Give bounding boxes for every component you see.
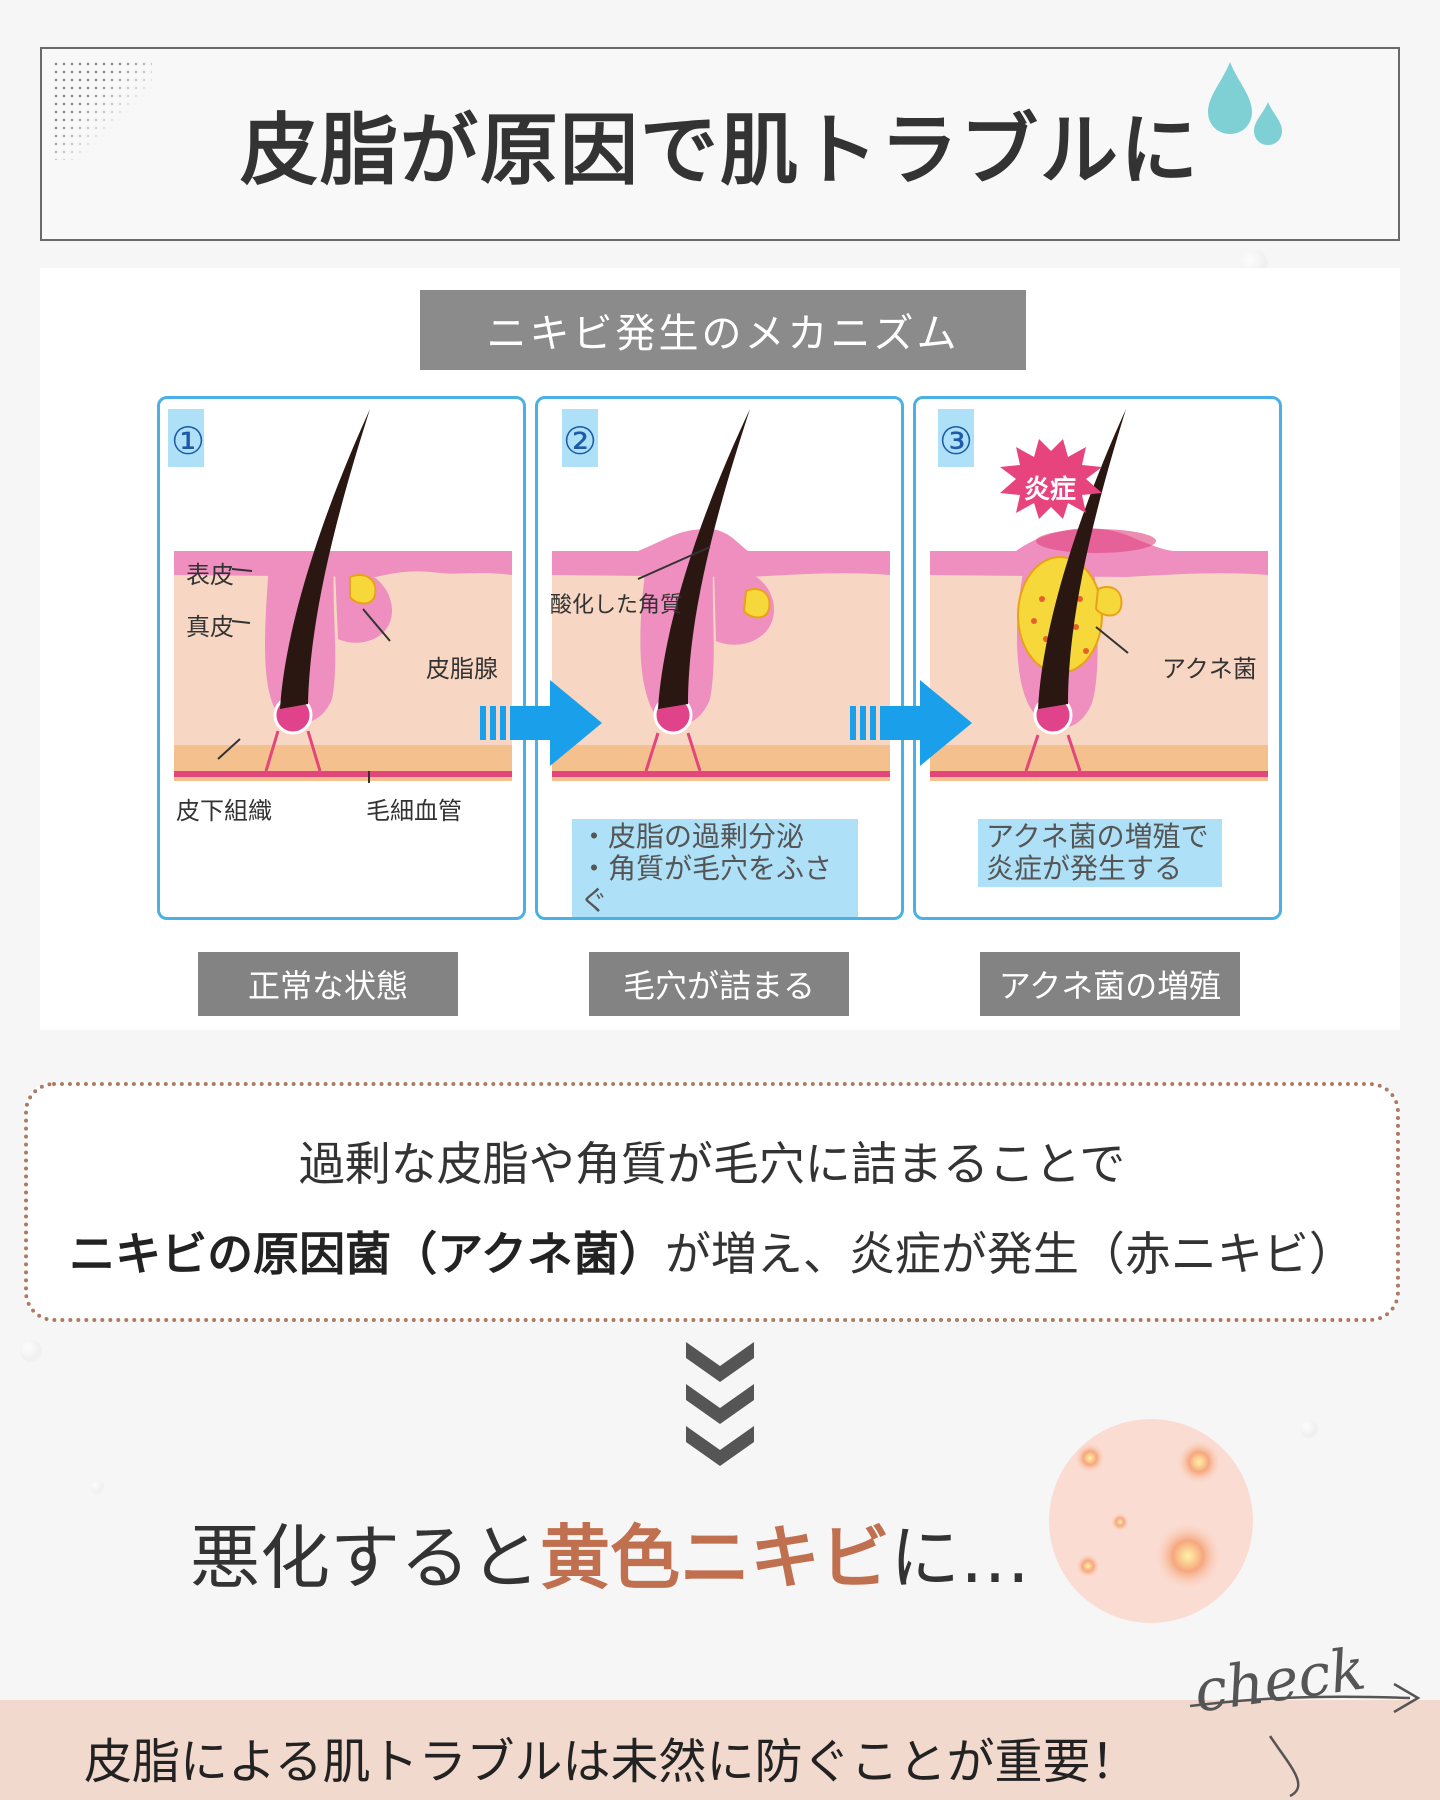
stage-2-caption: 毛穴が詰まる: [589, 952, 849, 1016]
chevron-down-icon: [686, 1342, 754, 1466]
page-title: 皮脂が原因で肌トラブルに: [239, 105, 1200, 196]
acne-skin-icon: [1049, 1419, 1253, 1623]
stage-number: ①: [170, 419, 206, 463]
note-line: 炎症が発生する: [986, 852, 1183, 885]
worse-highlight: 黄色ニキビ: [540, 1517, 890, 1599]
worse-suffix: に…: [890, 1517, 1030, 1599]
background-droplet: [90, 1480, 104, 1494]
explanation-rest: が増え、炎症が発生（赤ニキビ）: [664, 1227, 1355, 1281]
stage-3-caption: アクネ菌の増殖: [980, 952, 1240, 1016]
explanation-bold: ニキビの原因菌（アクネ菌）: [69, 1227, 665, 1281]
stage-3-diagram: ③ 炎症 アクネ菌 アクネ菌の増殖で 炎症が発生する: [913, 396, 1282, 920]
check-arrow-icon: [1189, 1682, 1421, 1798]
worse-statement: 悪化すると黄色ニキビに…: [190, 1502, 1030, 1603]
check-script: check: [1180, 1626, 1440, 1800]
label-epidermis: 表皮: [186, 561, 234, 589]
label-dermis: 真皮: [186, 613, 234, 641]
background-droplet: [20, 1340, 42, 1362]
stage-number: ②: [562, 419, 598, 463]
worse-prefix: 悪化すると: [190, 1517, 540, 1599]
mechanism-label: ニキビ発生のメカニズム: [420, 290, 1026, 370]
stage-1-caption: 正常な状態: [198, 952, 458, 1016]
arrow-right-icon: [850, 680, 972, 766]
footer-text: 皮脂による肌トラブルは未然に防ぐことが重要！: [84, 1734, 1139, 1790]
arrow-right-icon: [480, 680, 602, 766]
background-droplet: [1300, 1420, 1318, 1438]
label-capillary: 毛細血管: [366, 797, 462, 825]
note-line: ・皮脂の過剰分泌: [580, 820, 805, 853]
label-sebaceous: 皮脂腺: [426, 655, 498, 683]
footer-band: [0, 1700, 1440, 1800]
explanation-line-2: ニキビの原因菌（アクネ菌）が増え、炎症が発生（赤ニキビ）: [24, 1218, 1400, 1284]
dot-pattern: [52, 60, 152, 160]
stage-1-diagram: ① 表皮 真皮 皮脂腺 皮下組織 毛細血管: [157, 396, 526, 920]
label-bacteria: アクネ菌: [1162, 655, 1257, 683]
stage-number: ③: [938, 419, 974, 463]
label-inflammation: 炎症: [1024, 475, 1077, 505]
note-line: ・角質が毛穴をふさぐ: [580, 852, 833, 917]
stage-3-note: アクネ菌の増殖で 炎症が発生する: [978, 819, 1222, 887]
stage-2-note: ・皮脂の過剰分泌 ・角質が毛穴をふさぐ: [572, 819, 858, 917]
note-line: アクネ菌の増殖で: [986, 820, 1209, 853]
explanation-box: [24, 1082, 1400, 1322]
title-frame: [40, 47, 1400, 241]
label-keratin: 酸化した角質: [550, 593, 683, 618]
water-drops-icon: [1208, 62, 1282, 145]
explanation-line-1: 過剰な皮脂や角質が毛穴に詰まることで: [298, 1137, 1126, 1191]
label-subcutaneous: 皮下組織: [176, 797, 272, 825]
stage-2-diagram: ② 酸化した角質 ・皮脂の過剰分泌 ・角質が毛穴をふさぐ: [535, 396, 904, 920]
